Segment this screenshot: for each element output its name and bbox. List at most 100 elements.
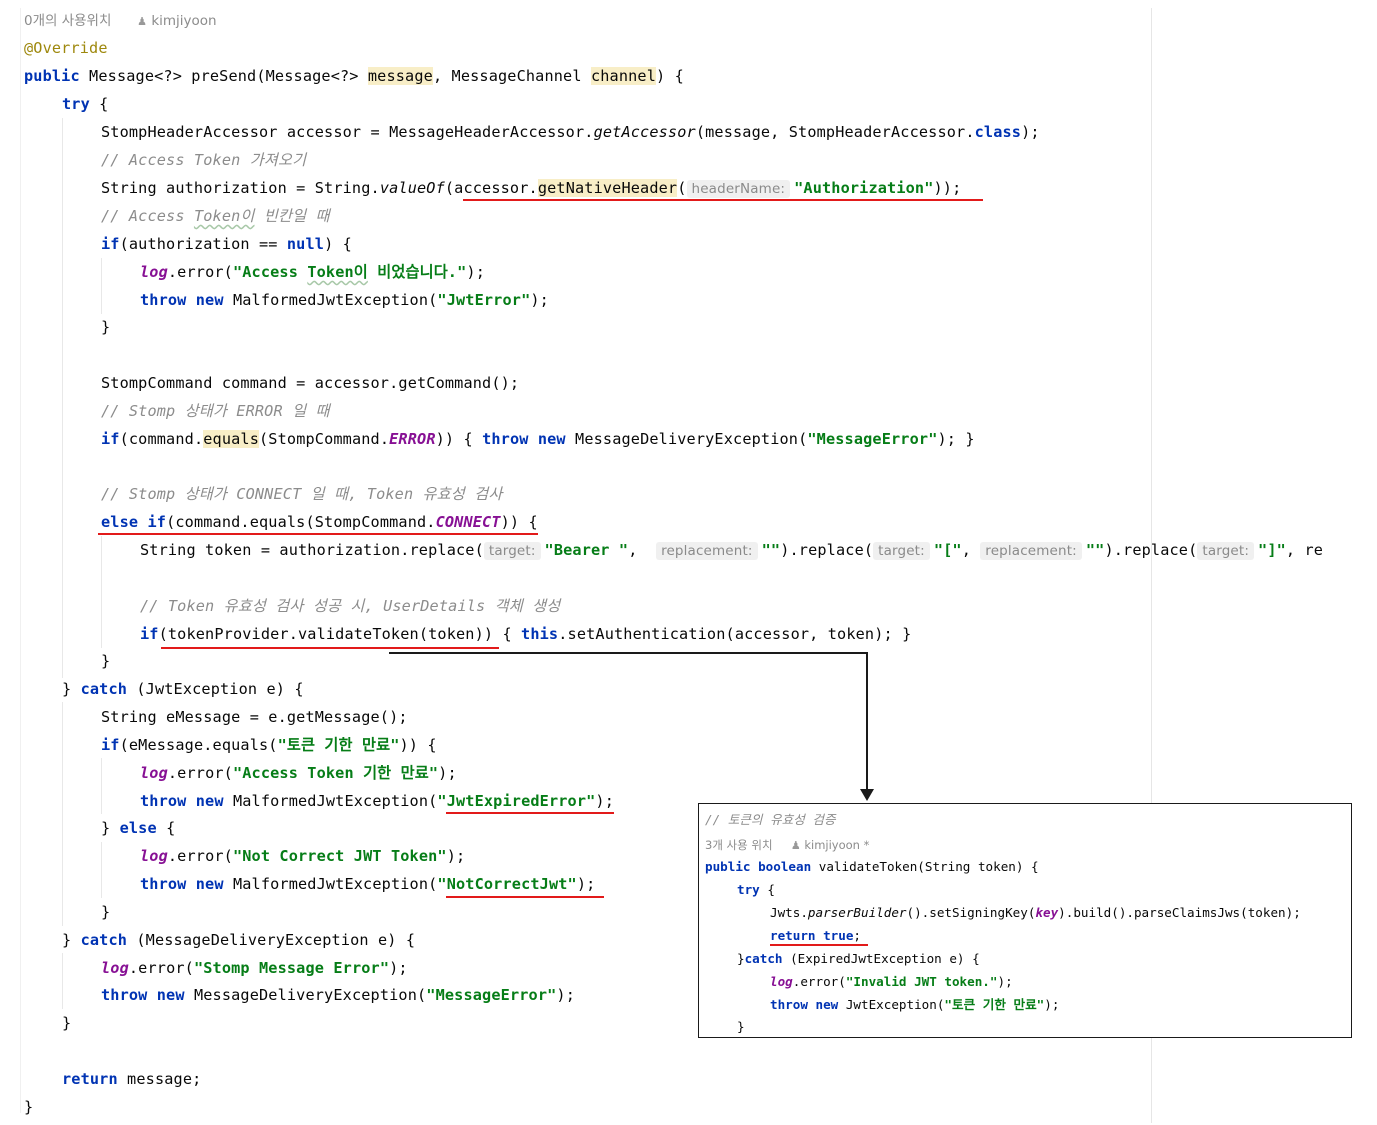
code-text: ); (530, 291, 549, 309)
code-line[interactable]: log.error("Not Correct JWT Token"); (140, 842, 465, 870)
code-text: ).replace( (780, 541, 874, 559)
keyword: if (101, 430, 120, 448)
code-line[interactable]: if(tokenProvider.validateToken(token)) {… (140, 620, 911, 648)
code-line[interactable]: } else { (101, 814, 175, 842)
string-literal: "[" (933, 541, 962, 559)
author-name: kimjiyoon (151, 13, 217, 29)
code-line[interactable]: String eMessage = e.getMessage(); (101, 708, 408, 726)
keyword: try (737, 882, 760, 897)
code-text: .error( (167, 847, 233, 865)
popup-code-lens[interactable]: 3개 사용 위치 ♟ kimjiyoon * (705, 836, 869, 854)
code-line[interactable]: String authorization = String.valueOf(ac… (101, 174, 961, 202)
field-log: log (140, 764, 168, 782)
string-literal: 비었습니다." (367, 263, 467, 281)
indent-guide (62, 953, 63, 1009)
code-line[interactable]: } catch (MessageDeliveryException e) { (62, 926, 415, 954)
popup-code-line: Jwts.parserBuilder().setSigningKey(key).… (770, 901, 1301, 924)
author-name: kimjiyoon * (804, 838, 870, 852)
indent-guide (101, 258, 102, 314)
code-line[interactable]: log.error("Access Token이 비었습니다."); (140, 258, 485, 286)
code-line[interactable]: } (101, 903, 111, 921)
method-name: valueOf (379, 179, 445, 197)
code-comment: // Stomp 상태가 CONNECT 일 때, Token 유효성 검사 (101, 485, 503, 503)
string-literal: "Authorization" (794, 179, 934, 197)
keyword: if (140, 625, 159, 643)
code-text: { (759, 882, 775, 897)
code-line[interactable]: throw new MalformedJwtException("JwtErro… (140, 286, 549, 314)
code-text: (command.equals(StompCommand. (166, 513, 436, 531)
code-line[interactable]: if(command.equals(StompCommand.ERROR)) {… (101, 425, 975, 453)
parameter-hint: target: (873, 542, 930, 560)
usages-count[interactable]: 0개의 사용위치 (24, 13, 112, 29)
code-text: } (62, 931, 81, 949)
code-text: ) { (324, 235, 352, 253)
parameter-hint: target: (483, 542, 541, 560)
red-underline (446, 812, 614, 814)
code-text: ); (595, 792, 615, 810)
indent-guide (62, 118, 63, 678)
keyword: else if (101, 513, 167, 531)
code-line[interactable]: @Override (24, 34, 108, 62)
code-lens[interactable]: 0개의 사용위치 ♟ kimjiyoon (24, 8, 217, 34)
usages-count[interactable]: 3개 사용 위치 (705, 838, 773, 852)
code-line[interactable]: } (101, 652, 111, 670)
code-text: MalformedJwtException( (223, 291, 438, 309)
code-text: ); (446, 847, 466, 865)
code-line[interactable]: try { (62, 90, 108, 118)
connector-line (866, 652, 868, 794)
code-comment: // Access Token이 빈칸일 때 (101, 202, 330, 230)
string-literal: "Bearer " (544, 541, 629, 559)
code-text: MalformedJwtException( (223, 792, 438, 810)
gutter-border (20, 8, 21, 1113)
popup-code-line: } (737, 1019, 745, 1034)
code-line[interactable]: throw new MessageDeliveryException("Mess… (101, 981, 575, 1009)
code-text: (accessor. (444, 179, 538, 197)
code-text: validateToken(String token) { (811, 859, 1039, 874)
keyword: catch (80, 680, 128, 698)
code-text: ( (677, 179, 687, 197)
code-line[interactable]: StompCommand command = accessor.getComma… (101, 374, 520, 392)
code-text: .setAuthentication(accessor, token); } (558, 625, 912, 643)
keyword: throw new (140, 291, 224, 309)
code-line[interactable]: else if(command.equals(StompCommand.CONN… (101, 508, 538, 536)
keyword: this (521, 625, 559, 643)
parameter-hint: replacement: (656, 542, 758, 560)
code-line[interactable]: } (101, 318, 111, 336)
code-line[interactable]: log.error("Stomp Message Error"); (101, 954, 408, 982)
red-underline (446, 896, 604, 898)
code-line[interactable]: public Message<?> preSend(Message<?> mes… (24, 62, 684, 90)
code-text: MessageDeliveryException( (565, 430, 808, 448)
code-line[interactable]: } (24, 1098, 34, 1116)
string-literal: "]" (1258, 541, 1286, 559)
string-literal: "" (761, 541, 781, 559)
parameter-hint: replacement: (980, 542, 1082, 560)
code-line[interactable]: } (62, 1014, 72, 1032)
field-log: log (101, 959, 129, 977)
code-text: (StompCommand. (259, 430, 390, 448)
code-line[interactable]: StompHeaderAccessor accessor = MessageHe… (101, 118, 1040, 146)
code-line[interactable]: } catch (JwtException e) { (62, 675, 304, 703)
code-line[interactable]: throw new MalformedJwtException("JwtExpi… (140, 787, 614, 815)
string-literal: "Access Token 기한 만료" (232, 764, 439, 782)
code-line[interactable]: String token = authorization.replace(tar… (140, 536, 1323, 564)
code-line[interactable]: if(eMessage.equals("토큰 기한 만료")) { (101, 731, 437, 759)
right-margin-guide (1151, 8, 1152, 1123)
code-line[interactable]: if(authorization == null) { (101, 230, 352, 258)
code-text: .error( (167, 764, 233, 782)
code-comment: // Access Token 가져오기 (101, 151, 307, 169)
red-underline (770, 944, 868, 946)
keyword: if (101, 235, 120, 253)
code-text: ).build().parseClaimsJws(token); (1058, 905, 1301, 920)
string-literal: "MessageError" (807, 430, 938, 448)
string-literal: "Not Correct JWT Token" (232, 847, 447, 865)
code-line[interactable]: return message; (62, 1065, 201, 1093)
code-text: ).replace( (1104, 541, 1198, 559)
code-text: { (156, 819, 176, 837)
red-underline (161, 647, 499, 649)
connector-line (389, 652, 868, 654)
popup-comment: // 토큰의 유효성 검증 (705, 812, 836, 827)
code-text: ); (576, 875, 596, 893)
code-line[interactable]: log.error("Access Token 기한 만료"); (140, 759, 457, 787)
code-line[interactable]: throw new MalformedJwtException("NotCorr… (140, 870, 595, 898)
